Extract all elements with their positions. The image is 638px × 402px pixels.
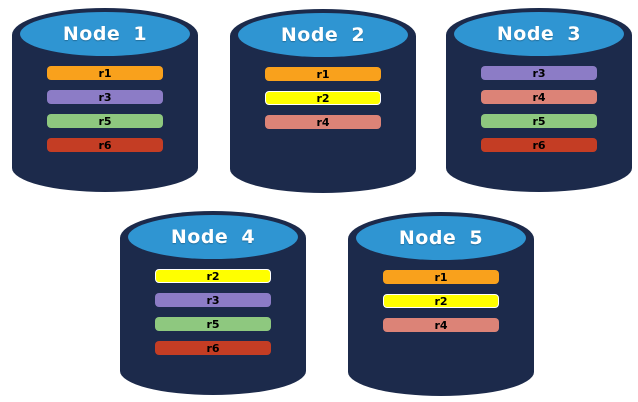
db-node-1: Node 1 r1 r3 r5 r6: [12, 8, 198, 192]
replica-bar-r6: r6: [47, 138, 163, 152]
replica-bar-r2: r2: [265, 91, 381, 105]
replica-bar-r4: r4: [383, 318, 499, 332]
replica-label: r1: [98, 66, 112, 80]
node-label: Node 3: [496, 23, 582, 45]
replica-list: r1 r2 r4: [383, 270, 499, 332]
replica-label: r4: [434, 318, 448, 332]
replica-bar-r5: r5: [47, 114, 163, 128]
replica-label: r3: [206, 293, 220, 307]
replica-label: r2: [434, 294, 448, 308]
cylinder-top-cap: Node 5: [356, 216, 526, 260]
replica-bar-r1: r1: [383, 270, 499, 284]
replica-bar-r4: r4: [265, 115, 381, 129]
replica-label: r3: [532, 66, 546, 80]
cylinder-top-cap: Node 2: [238, 13, 408, 57]
node-label: Node 5: [398, 227, 484, 249]
replica-bar-r5: r5: [155, 317, 271, 331]
replica-list: r3 r4 r5 r6: [481, 66, 597, 152]
replica-label: r5: [98, 114, 112, 128]
replica-bar-r3: r3: [155, 293, 271, 307]
replica-bar-r3: r3: [481, 66, 597, 80]
replica-label: r4: [316, 115, 330, 129]
replica-list: r2 r3 r5 r6: [155, 269, 271, 355]
replica-bar-r5: r5: [481, 114, 597, 128]
replica-list: r1 r2 r4: [265, 67, 381, 129]
replica-bar-r1: r1: [47, 66, 163, 80]
replica-label: r4: [532, 90, 546, 104]
replica-label: r2: [316, 91, 330, 105]
replica-label: r6: [206, 341, 220, 355]
replica-label: r6: [98, 138, 112, 152]
replica-label: r2: [206, 269, 220, 283]
replica-label: r3: [98, 90, 112, 104]
cylinder-top-cap: Node 1: [20, 12, 190, 56]
replica-label: r5: [532, 114, 546, 128]
node-label: Node 4: [170, 226, 256, 248]
replica-list: r1 r3 r5 r6: [47, 66, 163, 152]
replica-label: r5: [206, 317, 220, 331]
replica-bar-r2: r2: [383, 294, 499, 308]
replica-bar-r6: r6: [481, 138, 597, 152]
cylinder-top-cap: Node 3: [454, 12, 624, 56]
replica-bar-r6: r6: [155, 341, 271, 355]
db-node-3: Node 3 r3 r4 r5 r6: [446, 8, 632, 192]
db-node-2: Node 2 r1 r2 r4: [230, 9, 416, 193]
replica-label: r6: [532, 138, 546, 152]
db-node-5: Node 5 r1 r2 r4: [348, 212, 534, 396]
replica-label: r1: [434, 270, 448, 284]
replica-bar-r4: r4: [481, 90, 597, 104]
replica-bar-r1: r1: [265, 67, 381, 81]
replica-label: r1: [316, 67, 330, 81]
replica-bar-r2: r2: [155, 269, 271, 283]
cylinder-top-cap: Node 4: [128, 215, 298, 259]
replica-bar-r3: r3: [47, 90, 163, 104]
node-label: Node 2: [280, 24, 366, 46]
node-label: Node 1: [62, 23, 148, 45]
db-node-4: Node 4 r2 r3 r5 r6: [120, 211, 306, 395]
